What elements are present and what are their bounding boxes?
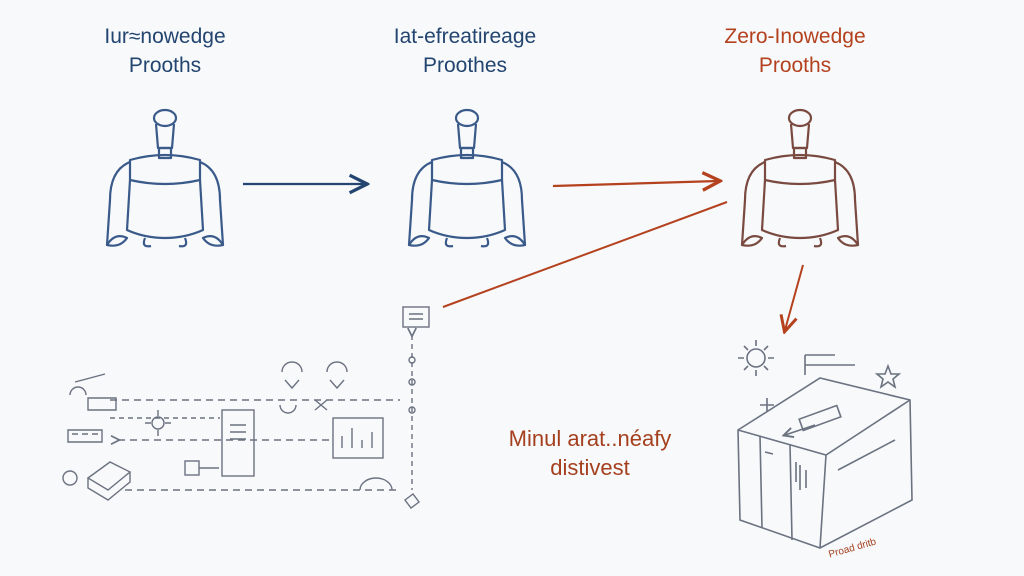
process-flow [62, 306, 430, 509]
arrow-2-to-3 [552, 181, 718, 186]
stage-3-title-line1: Zero-Inowedge [724, 25, 866, 48]
stage-1-title-line2: Prooths [128, 54, 202, 77]
stage-2-figure [407, 108, 527, 248]
stage-1-title: Iur≈nowedge Prooths [45, 22, 285, 80]
stage-3-title: Zero-Inowedge Prooths [675, 22, 915, 80]
keyboard-icon [67, 429, 103, 443]
chart-panel-icon [332, 417, 384, 459]
center-note-line1: Minul arat..néafy [508, 426, 672, 451]
cloud-icon [359, 477, 393, 491]
stage-3-title-line2: Prooths [758, 54, 832, 77]
document-icon [402, 306, 430, 328]
stage-3-figure [740, 108, 860, 248]
book-icon [86, 461, 132, 501]
stage-2-title-line2: Proothes [422, 54, 508, 77]
stage-1-figure [105, 108, 225, 248]
arrow-source-to-3 [442, 201, 728, 308]
sun-icon [746, 348, 766, 368]
bulb-icons [281, 361, 348, 390]
label-slot-icon [798, 404, 842, 432]
center-note-line2: distivest [550, 455, 630, 480]
face-icon [62, 470, 78, 486]
stage-2-title: Iat-efreatireage Proothes [345, 22, 585, 80]
star-icon [874, 363, 902, 389]
tool-icon [69, 373, 117, 411]
stage-1-title-line1: Iur≈nowedge [104, 25, 226, 48]
gear-icon [151, 416, 165, 430]
server-icon [221, 409, 255, 477]
box-outline [737, 377, 913, 549]
box-illustration [737, 340, 913, 549]
stage-2-title-line1: Iat-efreatireage [393, 25, 537, 48]
center-note: Minul arat..néafy distivest [460, 424, 720, 482]
arrow-3-to-box [785, 264, 804, 330]
